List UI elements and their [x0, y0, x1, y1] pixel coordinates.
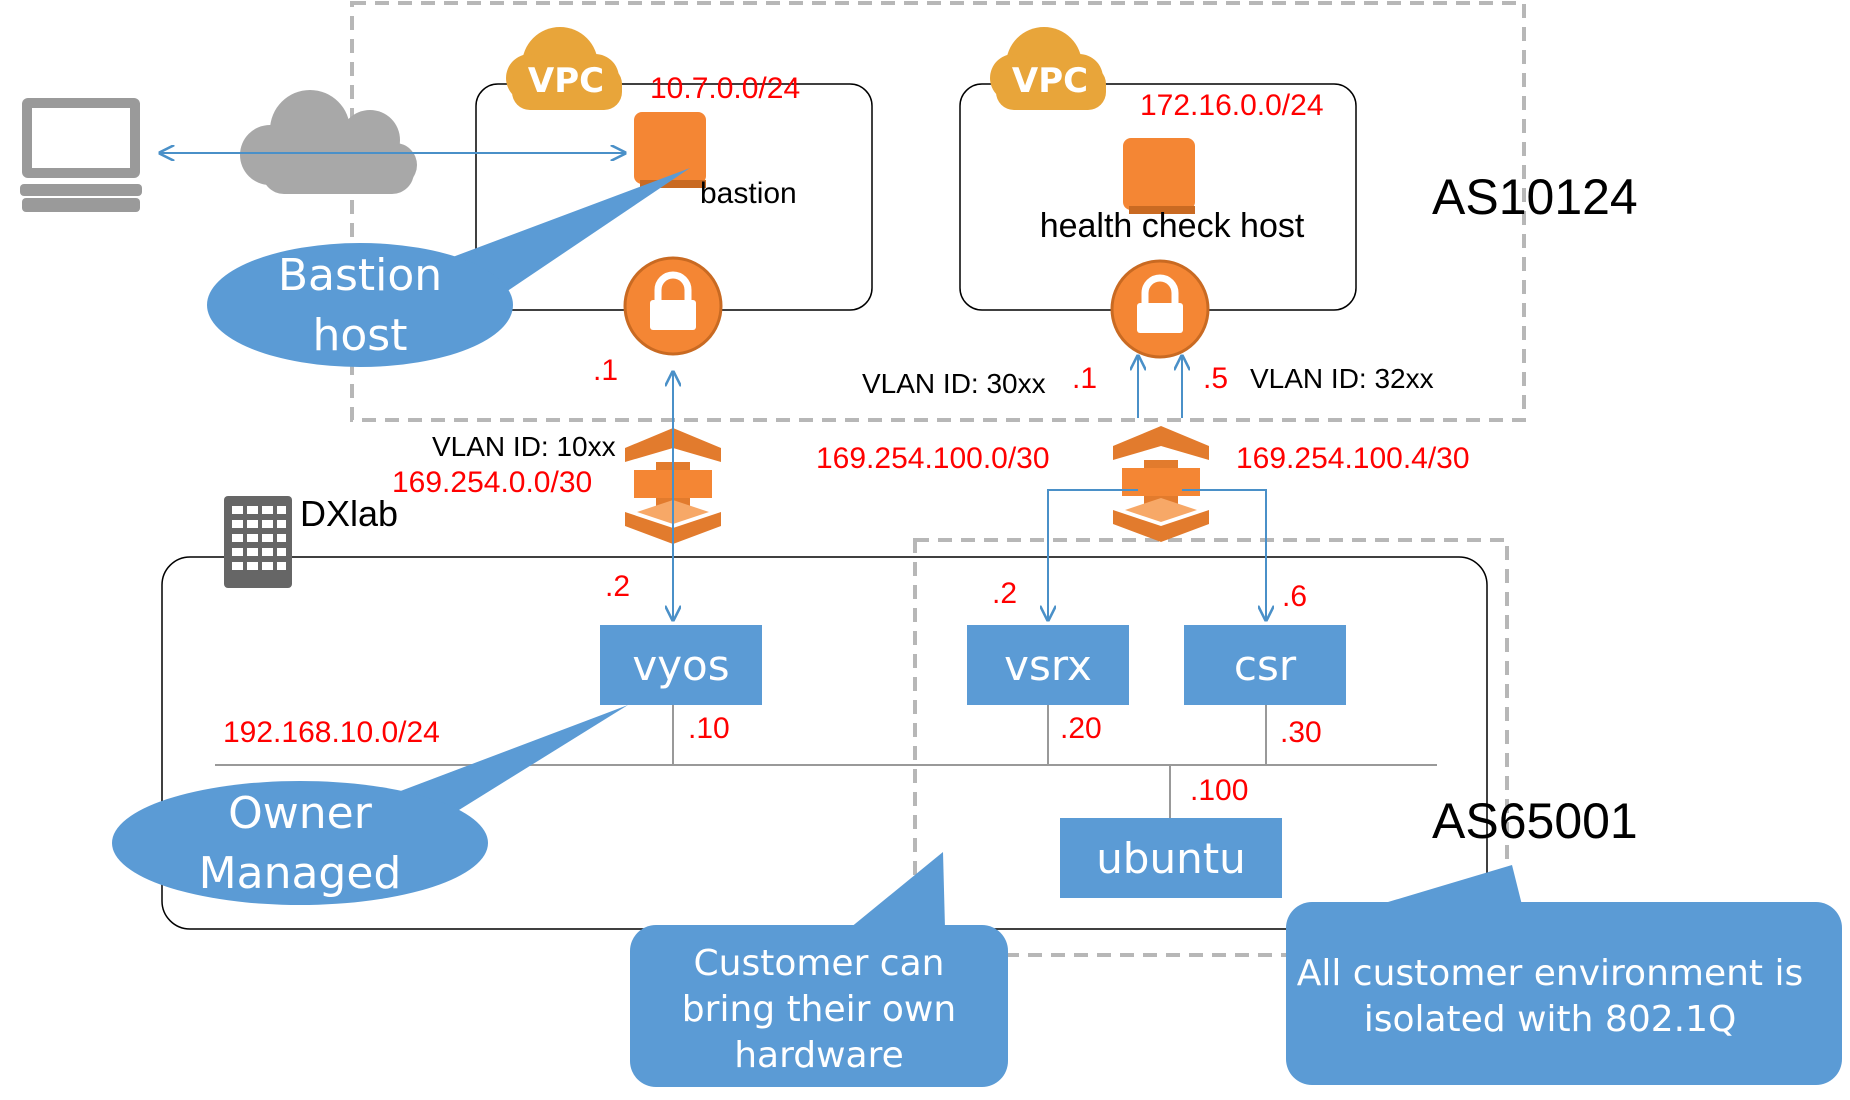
callout-owner: Owner Managed — [112, 705, 628, 905]
customer-dashed-box — [913, 538, 1509, 957]
callout-isolated-line2: isolated with 802.1Q — [1364, 999, 1737, 1040]
left-vlan-label: VLAN ID: 10xx — [432, 431, 616, 462]
vyos-lan-ip: .10 — [688, 712, 730, 745]
left-gw-ip: .1 — [593, 354, 618, 387]
left-subnet: 169.254.0.0/30 — [392, 466, 592, 499]
right-gw-ip-a: .1 — [1072, 362, 1097, 395]
vpc-left-badge: VPC — [528, 61, 604, 101]
vyos-link-ip: .2 — [605, 570, 630, 603]
ec2-instance-icon — [634, 112, 706, 188]
right-gw-ip-b: .5 — [1203, 362, 1228, 395]
callout-bastion-line2: host — [313, 310, 408, 361]
bastion-label: bastion — [700, 177, 797, 210]
callout-customer: Customer can bring their own hardware — [630, 852, 1008, 1087]
right-subnet-b: 169.254.100.4/30 — [1236, 442, 1470, 475]
health-check-host-label: health check host — [1040, 207, 1305, 245]
internet-cloud-icon — [240, 90, 417, 194]
direct-connect-icon — [1113, 426, 1209, 542]
vpn-gateway-lock-icon — [1110, 259, 1210, 359]
host-ubuntu[interactable]: ubuntu — [1060, 818, 1282, 898]
callout-customer-line2: bring their own — [682, 989, 956, 1030]
callout-owner-line2: Managed — [199, 848, 402, 899]
ubuntu-lan-ip: .100 — [1190, 774, 1248, 807]
lan-segment — [215, 705, 1437, 818]
laptop-icon — [20, 98, 142, 212]
vpc-cloud-icon: VPC — [506, 27, 622, 110]
vsrx-lan-ip: .20 — [1060, 712, 1102, 745]
as-bottom-label: AS65001 — [1432, 793, 1638, 849]
callout-bastion: Bastion host — [207, 168, 690, 367]
callout-isolated: All customer environment is isolated wit… — [1286, 865, 1842, 1085]
host-vyos-label: vyos — [632, 641, 729, 690]
vsrx-link-ip: .2 — [992, 577, 1017, 610]
callout-bastion-line1: Bastion — [278, 250, 442, 301]
vpn-gateway-lock-icon — [623, 256, 723, 356]
datacenter-building-icon — [224, 496, 292, 588]
lan-subnet: 192.168.10.0/24 — [223, 716, 440, 749]
right-vlan-b-label: VLAN ID: 32xx — [1250, 363, 1434, 394]
callout-owner-line1: Owner — [228, 788, 373, 839]
host-vsrx[interactable]: vsrx — [967, 625, 1129, 705]
callout-customer-line3: hardware — [734, 1035, 904, 1076]
ec2-instance-icon — [1123, 138, 1195, 214]
vpc-right-badge: VPC — [1012, 61, 1088, 101]
vpc-left-cidr: 10.7.0.0/24 — [650, 72, 800, 105]
as-top-label: AS10124 — [1432, 169, 1638, 225]
aws-region-dashed-box — [350, 1, 1526, 422]
csr-lan-ip: .30 — [1280, 716, 1322, 749]
right-vpn-link-b — [1182, 356, 1266, 620]
csr-link-ip: .6 — [1282, 580, 1307, 613]
host-vsrx-label: vsrx — [1004, 641, 1092, 690]
callout-customer-line1: Customer can — [694, 943, 945, 984]
right-subnet-a: 169.254.100.0/30 — [816, 442, 1050, 475]
host-csr[interactable]: csr — [1184, 625, 1346, 705]
vpc-right-cidr: 172.16.0.0/24 — [1140, 89, 1324, 122]
host-ubuntu-label: ubuntu — [1096, 834, 1246, 883]
callout-isolated-line1: All customer environment is — [1297, 953, 1804, 994]
dxlab-label: DXlab — [300, 493, 398, 534]
right-vlan-a-label: VLAN ID: 30xx — [862, 368, 1046, 399]
right-vpn-link-a — [1048, 356, 1138, 620]
vpc-cloud-icon: VPC — [990, 27, 1106, 110]
host-csr-label: csr — [1234, 641, 1297, 690]
host-vyos[interactable]: vyos — [600, 625, 762, 705]
